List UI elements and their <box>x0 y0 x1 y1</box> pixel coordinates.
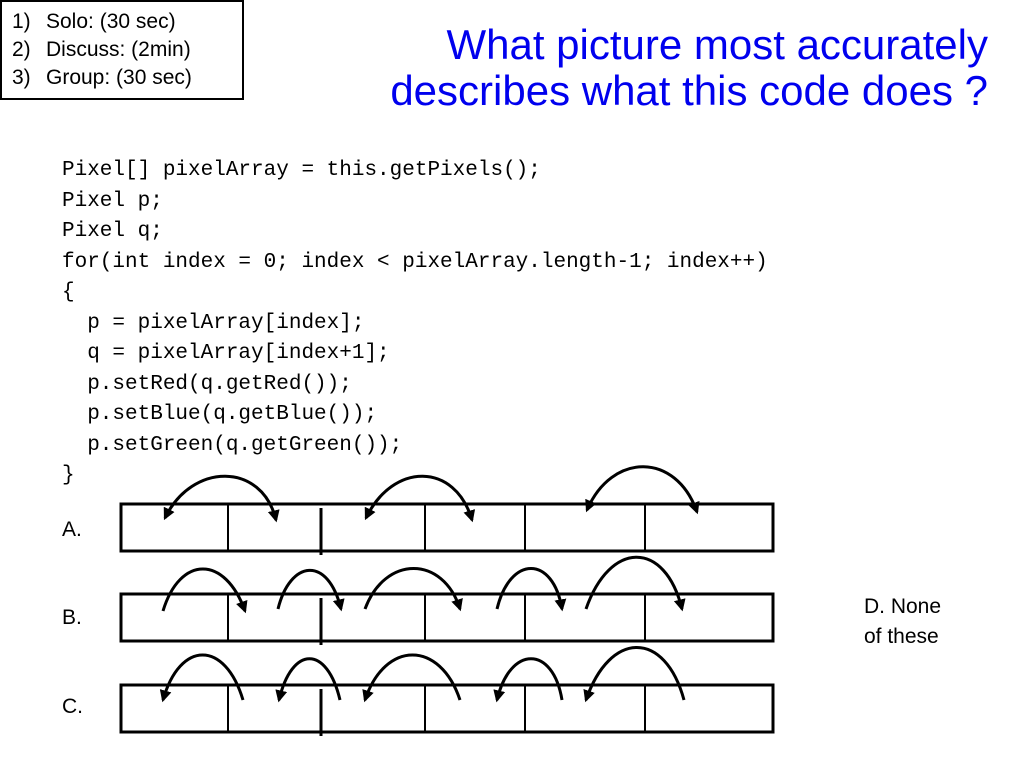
code-line: } <box>62 464 75 487</box>
step-1: 1) Solo: (30 sec) <box>12 8 236 36</box>
swap-arrow <box>585 465 700 515</box>
code-block: Pixel[] pixelArray = this.getPixels(); Pi… <box>62 156 768 492</box>
arrow <box>584 555 686 612</box>
step-text: Solo: (30 sec) <box>46 10 176 33</box>
step-2: 2) Discuss: (2min) <box>12 36 236 64</box>
code-line: { <box>62 281 75 304</box>
step-text: Group: (30 sec) <box>46 66 192 89</box>
swap-arrow <box>364 474 476 523</box>
arrow <box>275 657 342 703</box>
option-d-line-1: D. None <box>864 595 942 618</box>
option-b-diagram <box>119 555 775 645</box>
swap-arrow <box>163 474 280 523</box>
arrow <box>362 653 462 703</box>
arrow <box>159 653 245 703</box>
title-line-1: What picture most accurately <box>446 21 988 68</box>
option-d-line-2: of these <box>864 625 939 648</box>
slide-title: What picture most accurately describes w… <box>308 22 988 114</box>
step-number: 3) <box>12 66 31 89</box>
step-text: Discuss: (2min) <box>46 38 191 61</box>
code-line: Pixel[] pixelArray = this.getPixels(); <box>62 159 541 182</box>
code-line: q = pixelArray[index+1]; <box>62 342 390 365</box>
code-line: p.setBlue(q.getBlue()); <box>62 403 378 426</box>
option-a-diagram <box>119 465 775 555</box>
arrow <box>161 567 248 614</box>
arrow <box>495 567 567 612</box>
title-line-2: describes what this code does ? <box>390 67 988 114</box>
code-line: p.setGreen(q.getGreen()); <box>62 433 403 457</box>
step-number: 1) <box>12 10 31 33</box>
step-number: 2) <box>12 38 31 61</box>
option-c-diagram <box>119 646 775 736</box>
arrow <box>276 568 345 612</box>
option-a-label: A. <box>62 518 82 541</box>
step-3: 3) Group: (30 sec) <box>12 64 236 92</box>
arrow <box>493 657 564 703</box>
code-line: Pixel q; <box>62 220 163 243</box>
code-line: for(int index = 0; index < pixelArray.le… <box>62 250 768 274</box>
code-line: Pixel p; <box>62 189 163 213</box>
array-row <box>119 683 775 734</box>
arrow <box>363 567 463 612</box>
option-c-label: C. <box>62 695 83 718</box>
array-row <box>119 592 775 643</box>
code-line: p = pixelArray[index]; <box>62 311 365 335</box>
arrow <box>583 646 686 703</box>
option-b-label: B. <box>62 606 82 629</box>
instructions-box: 1) Solo: (30 sec) 2) Discuss: (2min) 3) … <box>0 0 244 100</box>
array-row <box>119 502 775 553</box>
code-line: p.setRed(q.getRed()); <box>62 372 352 396</box>
option-d-label: D. None of these <box>864 592 941 652</box>
